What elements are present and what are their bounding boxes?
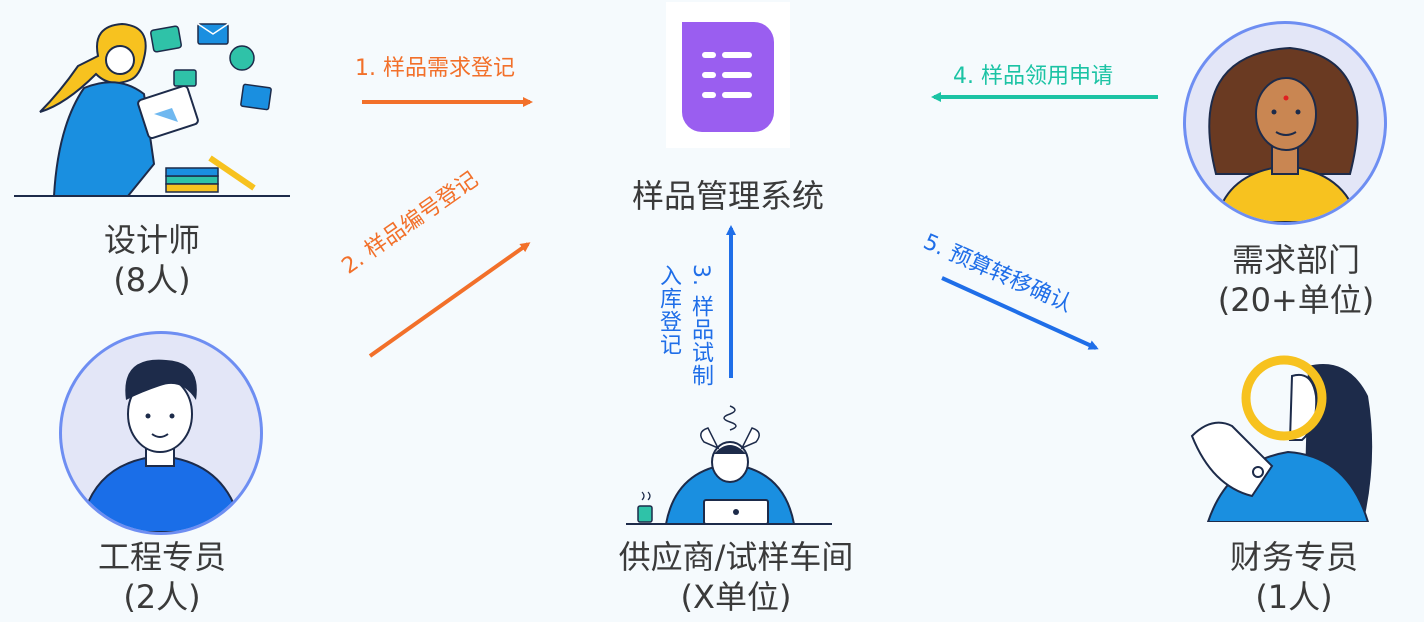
- designer-illustration: [14, 18, 294, 200]
- finance-count: (1人): [1255, 578, 1333, 616]
- supplier-label: 供应商/试样车间 (X单位): [619, 537, 854, 617]
- flow-label-3b: 入库登记: [656, 264, 681, 356]
- demand-label: 需求部门 (20+单位): [1218, 240, 1375, 320]
- system-app-icon: [666, 2, 790, 148]
- engineer-avatar: [62, 334, 260, 532]
- supplier-illustration: [626, 402, 836, 528]
- designer-name: 设计师: [103, 221, 201, 259]
- arrow-2: [368, 242, 531, 358]
- demand-name: 需求部门: [1231, 241, 1361, 279]
- system-title: 样品管理系统: [631, 177, 825, 215]
- designer-label: 设计师 (8人): [104, 220, 200, 300]
- demand-count: (20+单位): [1217, 281, 1375, 319]
- flow-label-3a: 3. 样品试制: [688, 264, 713, 387]
- engineer-name: 工程专员: [97, 538, 227, 576]
- flow-label-1: 1. 样品需求登记: [355, 56, 515, 81]
- arrow-5: [941, 276, 1099, 350]
- engineer-count: (2人): [123, 578, 201, 616]
- engineer-label: 工程专员 (2人): [98, 537, 226, 617]
- finance-illustration: [1188, 346, 1388, 523]
- finance-label: 财务专员 (1人): [1230, 537, 1358, 617]
- flow-label-4: 4. 样品领用申请: [953, 64, 1113, 89]
- supplier-count: (X单位): [680, 578, 792, 616]
- designer-count: (8人): [113, 261, 191, 299]
- supplier-name: 供应商/试样车间: [618, 538, 854, 576]
- demand-avatar: [1186, 24, 1384, 222]
- finance-name: 财务专员: [1229, 538, 1359, 576]
